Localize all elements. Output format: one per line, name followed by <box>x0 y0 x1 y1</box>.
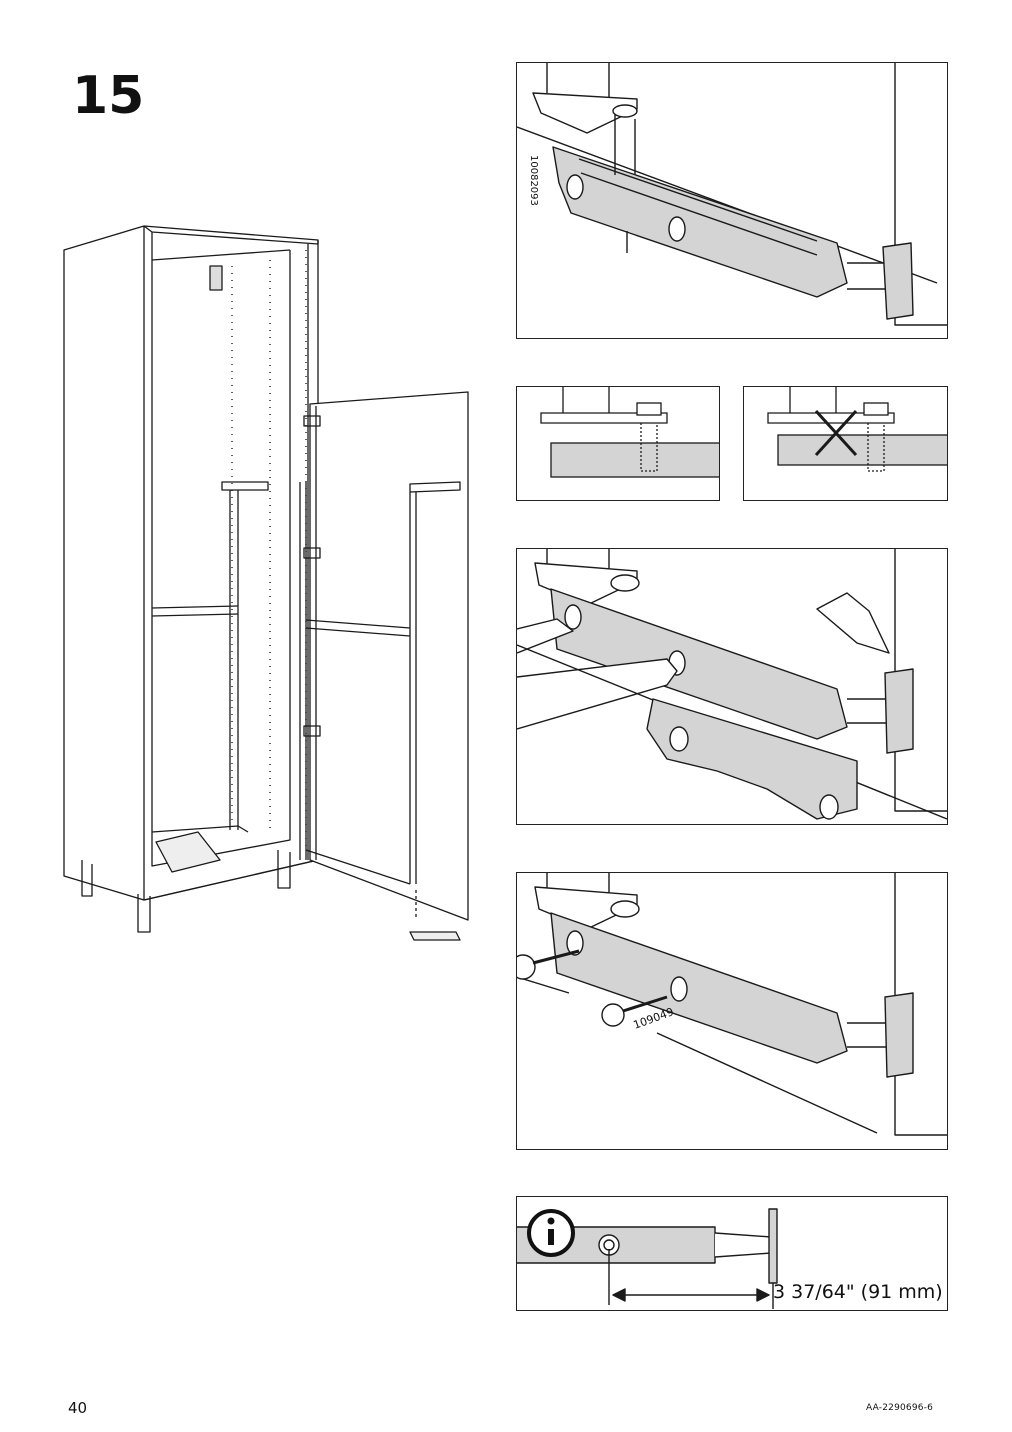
info-icon <box>527 1209 575 1257</box>
document-code: AA-2290696-6 <box>866 1403 934 1413</box>
page-number: 40 <box>68 1399 88 1417</box>
info-panel-measurement: 3 37/64" (91 mm) <box>516 1196 948 1311</box>
cross-mark-icon <box>814 409 858 457</box>
detail-panel-screws: 109049 <box>516 872 948 1150</box>
part-code: 10082093 <box>528 155 539 206</box>
detail-panel-pin-insertion: 10082093 <box>516 62 948 339</box>
step-number: 15 <box>72 66 145 126</box>
dimension-label: 3 37/64" (91 mm) <box>773 1281 943 1303</box>
detail-panel-incorrect <box>743 386 948 501</box>
detail-panel-correct <box>516 386 720 501</box>
cabinet-overview-illustration <box>63 225 469 941</box>
screw-code: 109049 <box>632 1005 676 1032</box>
detail-panel-press-bracket <box>516 548 948 825</box>
